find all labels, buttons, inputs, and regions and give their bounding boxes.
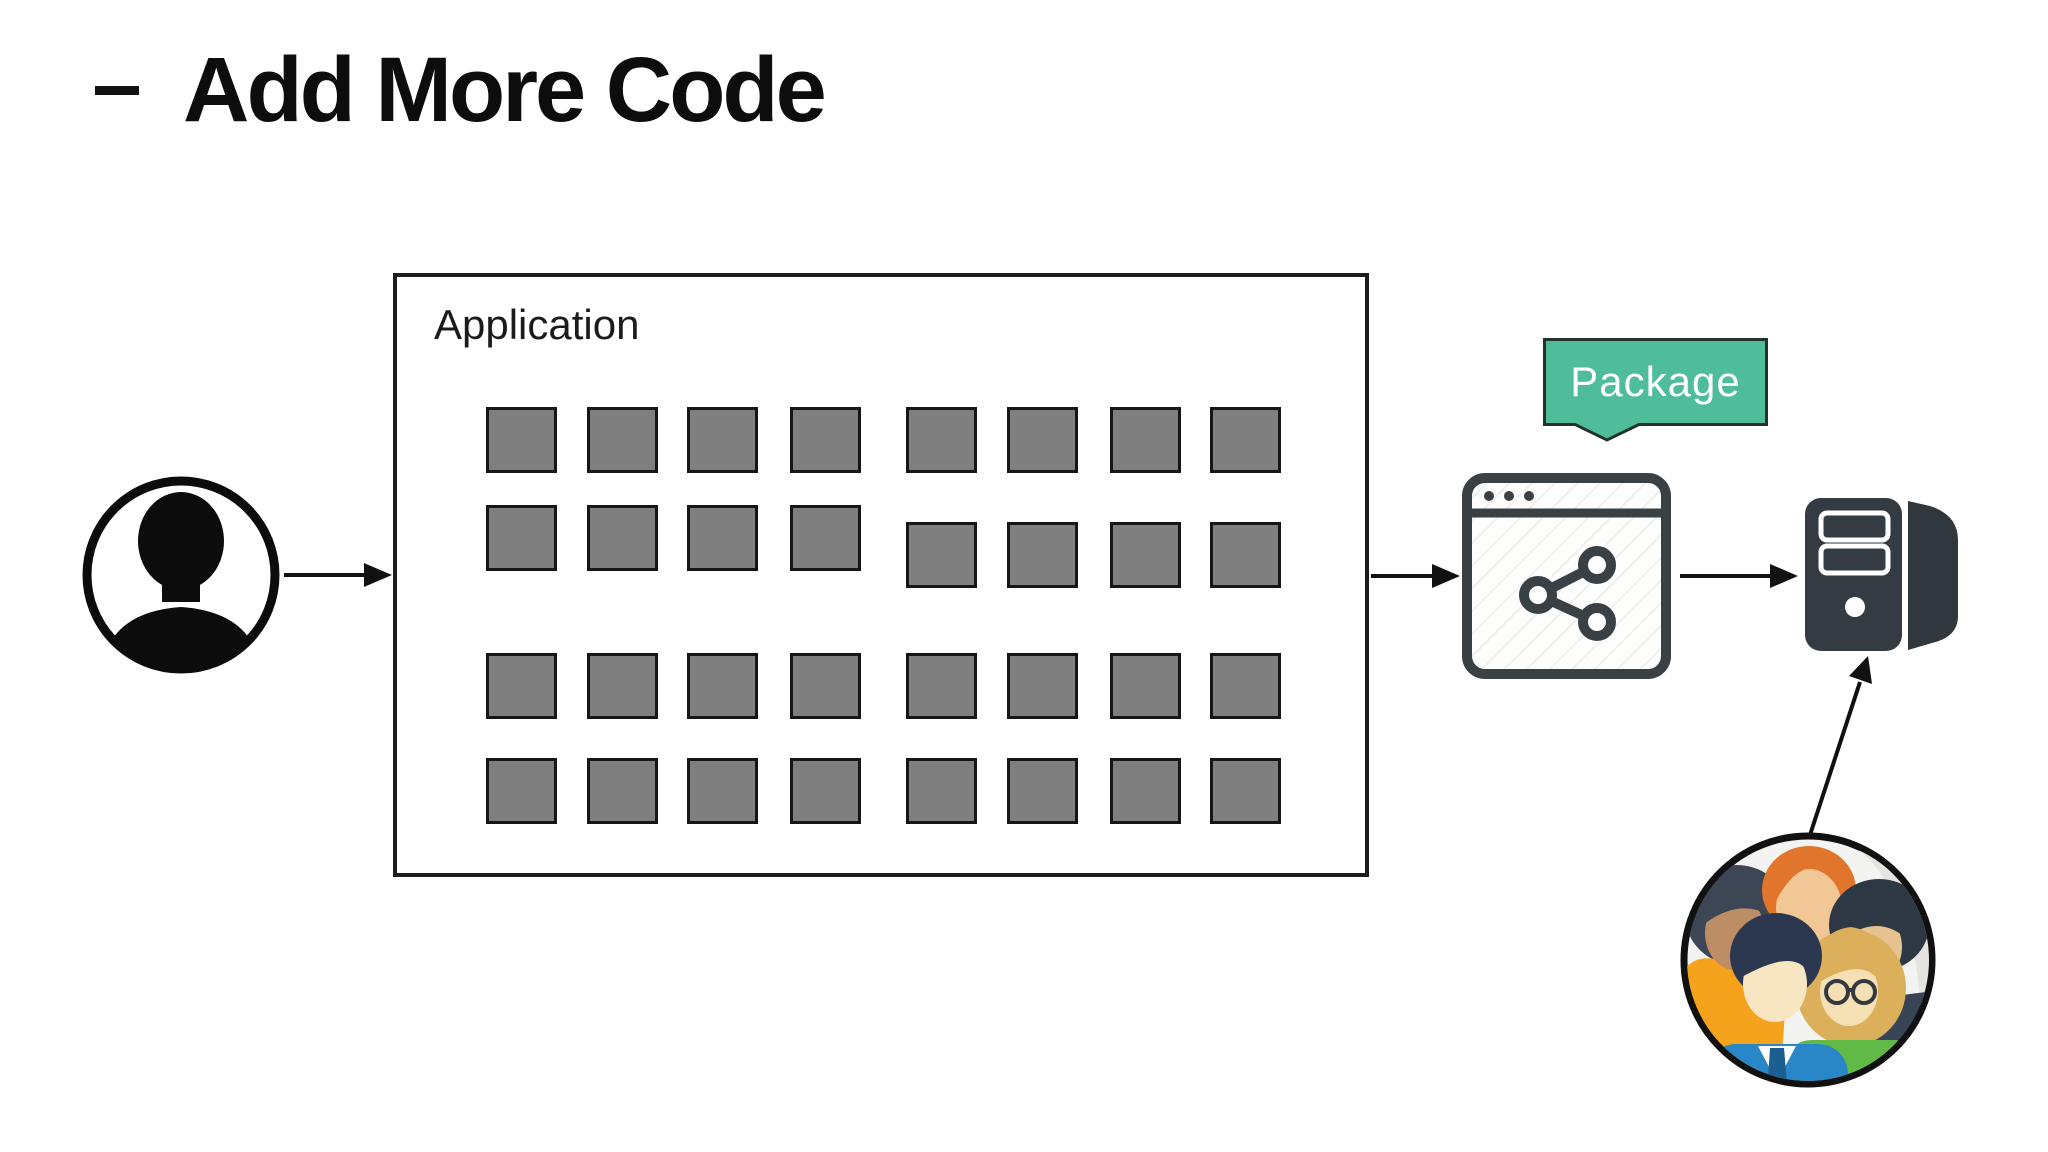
code-block <box>906 653 977 719</box>
code-block <box>587 505 658 571</box>
code-block <box>1210 758 1281 824</box>
package-callout: Package <box>1543 338 1768 442</box>
code-block <box>790 653 861 719</box>
code-block <box>486 407 557 473</box>
glasses-icon <box>1824 979 1877 1005</box>
code-block <box>687 505 758 571</box>
code-block <box>790 407 861 473</box>
code-block <box>1007 758 1078 824</box>
code-block <box>906 758 977 824</box>
code-block <box>486 653 557 719</box>
user-avatar-icon <box>82 476 280 674</box>
bullet-dash <box>95 86 139 95</box>
page-title: Add More Code <box>183 39 827 141</box>
arrow-package-to-server <box>1680 564 1798 588</box>
code-block <box>1007 653 1078 719</box>
code-block <box>687 758 758 824</box>
code-block <box>1110 758 1181 824</box>
application-label: Application <box>434 301 640 348</box>
code-block <box>1110 522 1181 588</box>
code-block <box>687 407 758 473</box>
share-icon <box>1519 546 1616 641</box>
code-block <box>1110 407 1181 473</box>
arrow-user-to-app <box>284 563 392 587</box>
code-block <box>1110 653 1181 719</box>
code-block <box>906 522 977 588</box>
server-tower-icon <box>1805 498 1958 651</box>
arrow-team-to-server <box>1807 656 1872 839</box>
code-block <box>1210 653 1281 719</box>
code-block <box>790 505 861 571</box>
code-block <box>1210 522 1281 588</box>
browser-dots <box>1484 491 1534 501</box>
code-block <box>587 653 658 719</box>
code-block <box>1007 407 1078 473</box>
code-block <box>587 407 658 473</box>
team-photo-icon <box>1680 832 1936 1088</box>
code-block <box>687 653 758 719</box>
code-block <box>790 758 861 824</box>
package-label: Package <box>1570 358 1741 405</box>
arrow-app-to-package <box>1371 564 1460 588</box>
code-block <box>1210 407 1281 473</box>
code-block <box>486 505 557 571</box>
browser-share-icon <box>1462 473 1671 679</box>
code-block <box>1007 522 1078 588</box>
package-callout-tail <box>1574 423 1641 442</box>
code-block <box>906 407 977 473</box>
code-block <box>486 758 557 824</box>
code-block <box>587 758 658 824</box>
